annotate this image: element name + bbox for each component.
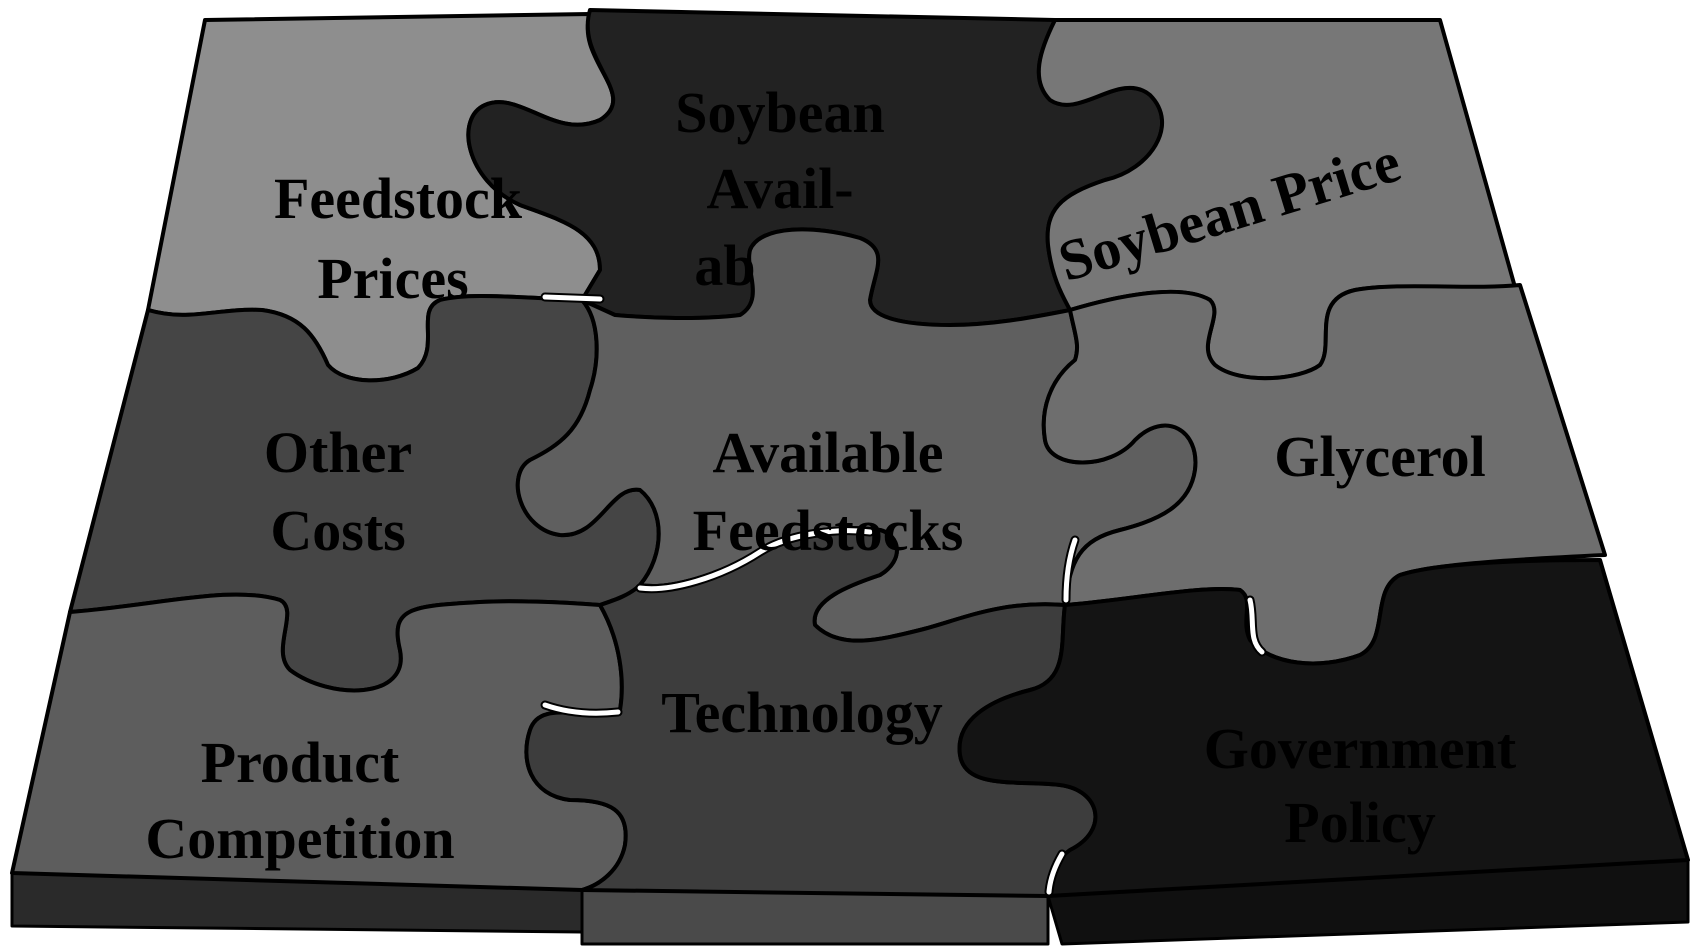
label-feedstock-prices-line2: Prices [317,246,468,311]
piece-gaps [540,292,1267,897]
base-edge-middle [580,888,1050,946]
label-government-policy-line1: Government [1204,716,1517,781]
label-available-feedstocks-line1: Available [713,420,944,485]
label-government-policy-line2: Policy [1284,790,1435,855]
label-other-costs-line2: Costs [270,498,405,563]
label-technology: Technology [661,680,942,745]
label-feedstock-prices-line1: Feedstock [274,166,523,231]
label-product-competition-line2: Competition [145,806,454,871]
label-other-costs-line1: Other [264,420,412,485]
label-soybean-availability-line3: ab [694,233,755,298]
label-available-feedstocks-line2: Feedstocks [693,498,964,563]
label-soybean-availability-line2: Avail- [706,156,853,221]
piece-government-policy [957,558,1690,898]
label-product-competition-line1: Product [201,730,400,795]
label-soybean-availability-line1: Soybean [675,80,885,145]
label-glycerol: Glycerol [1274,424,1486,489]
